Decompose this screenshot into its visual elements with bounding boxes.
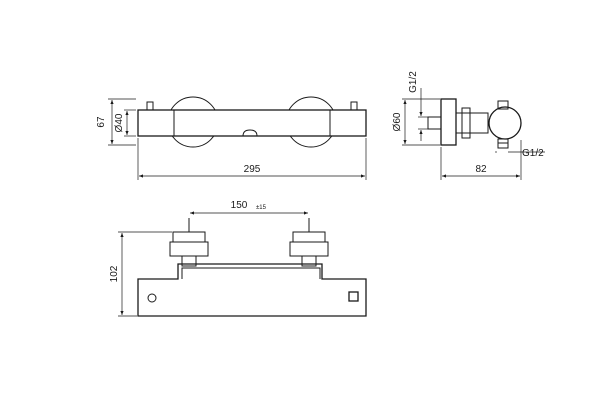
top-body-outline xyxy=(137,263,367,317)
connector-pipe xyxy=(455,112,489,134)
right-nut xyxy=(289,241,329,257)
right-stem xyxy=(301,255,317,267)
dim-diameter-40-label: Ø40 xyxy=(114,113,125,132)
right-nut-top xyxy=(292,231,326,243)
dim-295-label: 295 xyxy=(244,164,261,175)
left-stem xyxy=(181,255,197,267)
top-body-inner xyxy=(181,267,321,279)
dim-diameter-60-label: Ø60 xyxy=(392,112,403,131)
thread-bottom-label: G1/2 xyxy=(522,148,544,159)
left-top-knob xyxy=(146,101,154,111)
dim-67-label: 67 xyxy=(96,116,107,128)
side-body-circle xyxy=(488,106,522,140)
inlet-stub xyxy=(427,116,442,130)
left-nut xyxy=(169,241,209,257)
left-nut-top xyxy=(172,231,206,243)
dim-150-label: 150 xyxy=(231,200,248,211)
outlet-spout xyxy=(242,129,258,137)
side-top-knob xyxy=(497,100,509,110)
dim-150-tolerance: ±15 xyxy=(256,205,267,211)
wall-plate xyxy=(440,98,457,146)
top-view: 150 ±15 102 xyxy=(109,200,367,317)
left-mount-hole xyxy=(147,293,157,303)
side-view: G1/2 Ø60 82 G1/2 xyxy=(392,71,545,180)
dim-82-label: 82 xyxy=(475,164,487,175)
thread-top-label: G1/2 xyxy=(408,71,419,93)
connector-nut xyxy=(461,107,471,139)
front-view: 67 Ø40 295 xyxy=(96,96,367,180)
valve-body xyxy=(137,109,367,137)
right-top-knob xyxy=(350,101,358,111)
dim-102-label: 102 xyxy=(109,265,120,282)
right-mount-square xyxy=(348,291,359,302)
